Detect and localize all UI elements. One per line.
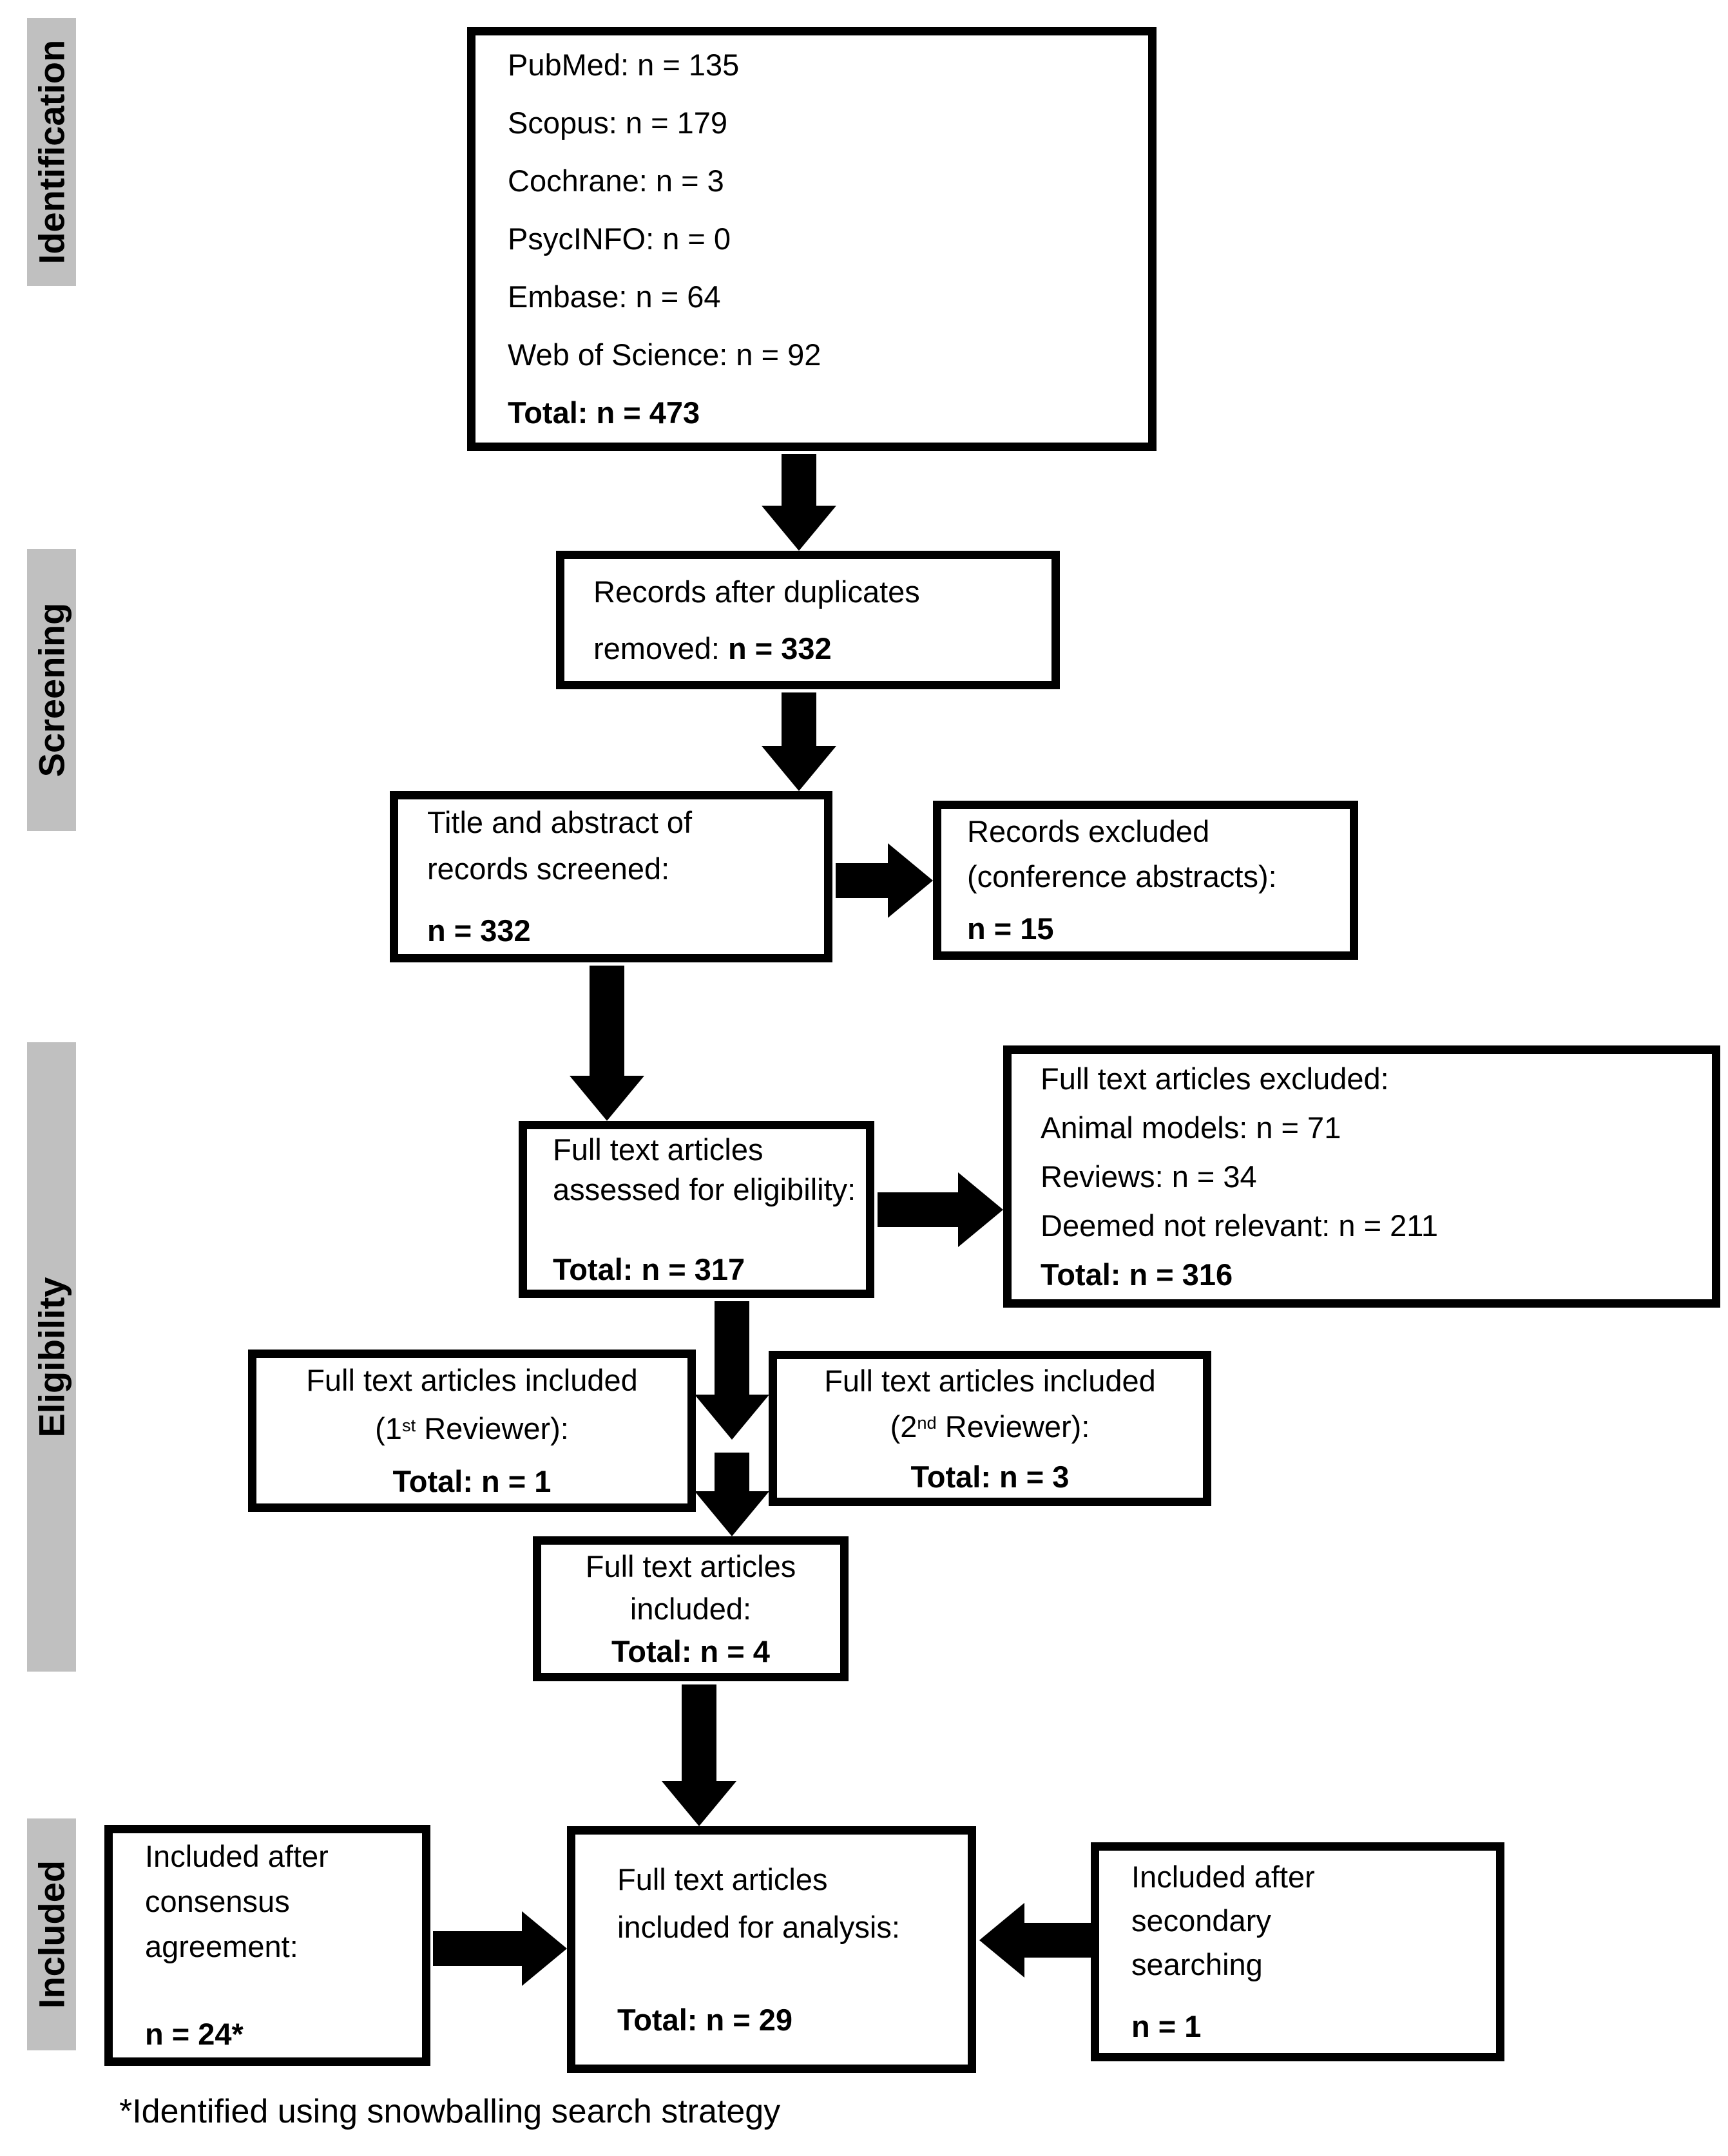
arrow-head-down-icon [762,746,836,791]
arrow-head-right-icon [888,843,933,918]
box-duplicates-removed: Records after duplicates removed: n = 33… [556,551,1060,689]
reviewer1-line2: (1st Reviewer): [375,1411,569,1445]
source-line: Web of Science: n = 92 [508,338,821,372]
arrow-head-right-icon [522,1911,567,1986]
phase-label-eligibility: Eligibility [31,1277,72,1437]
box-secondary-searching: Included after secondary searching n = 1 [1091,1842,1504,2061]
arrow-shaft [590,966,624,1076]
arrow-assessed-to-reviewers [695,1301,769,1440]
excluded-records-line1: Records excluded [967,814,1210,848]
arrow-reviewers-to-included [695,1453,769,1536]
screened-line2: records screened: [427,852,670,886]
arrow-secondary-to-analysis [979,1903,1091,1978]
arrow-assessed-to-fulltext-excluded [878,1172,1003,1247]
arrow-head-down-icon [695,1491,769,1536]
included-line1: Full text articles [585,1549,796,1583]
phase-bar-eligibility: Eligibility [27,1042,76,1672]
box-reviewer2-included: Full text articles included (2nd Reviewe… [769,1351,1211,1506]
reviewer1-total: Total: n = 1 [392,1464,552,1498]
phase-label-identification: Identification [31,39,72,265]
arrow-duplicates-to-screened [762,692,836,791]
box-reviewer1-included: Full text articles included (1st Reviewe… [248,1350,696,1512]
reviewer2-line2: (2nd Reviewer): [890,1409,1090,1444]
arrow-sources-to-duplicates [762,454,836,551]
phase-bar-screening: Screening [27,549,76,831]
arrow-shaft [782,692,816,746]
source-line: PsycINFO: n = 0 [508,222,731,256]
source-line: PubMed: n = 135 [508,48,740,82]
screened-total: n = 332 [427,913,531,948]
reviewer2-total: Total: n = 3 [910,1459,1070,1494]
arrow-shaft [682,1684,716,1781]
assessed-line1: Full text articles [553,1132,763,1167]
arrow-consensus-to-analysis [433,1911,567,1986]
assessed-line2: assessed for eligibility: [553,1172,856,1207]
reviewer1-line1: Full text articles included [306,1363,638,1397]
arrow-screened-to-excluded [836,843,933,918]
reviewer2-line1: Full text articles included [824,1363,1156,1398]
secondary-line3: searching [1131,1947,1263,1981]
footnote: *Identified using snowballing search str… [119,2093,781,2130]
box-database-sources: PubMed: n = 135 Scopus: n = 179 Cochrane… [467,27,1157,451]
fulltext-excluded-total: Total: n = 316 [1041,1257,1233,1292]
arrow-head-down-icon [570,1076,644,1121]
arrow-shaft [715,1453,749,1491]
ordinal-superscript: st [401,1415,416,1435]
ordinal-superscript: nd [917,1413,937,1433]
box-records-excluded: Records excluded (conference abstracts):… [933,801,1358,960]
arrow-shaft [878,1192,958,1227]
arrow-shaft [1024,1923,1091,1958]
consensus-total: n = 24* [145,2017,244,2051]
fulltext-excluded-line1: Full text articles excluded: [1041,1061,1389,1096]
screened-line1: Title and abstract of [427,805,693,839]
duplicates-line2: removed: n = 332 [593,631,832,665]
box-consensus-agreement: Included after consensus agreement: n = … [104,1825,430,2066]
arrow-shaft [836,863,888,898]
source-line: Embase: n = 64 [508,280,721,314]
analysis-total: Total: n = 29 [617,2002,793,2037]
source-line: Scopus: n = 179 [508,106,728,140]
secondary-line1: Included after [1131,1860,1315,1894]
phase-bar-included: Included [27,1818,76,2050]
phase-bar-identification: Identification [27,18,76,286]
box-fulltext-assessed: Full text articles assessed for eligibil… [519,1121,874,1298]
box-fulltext-excluded: Full text articles excluded: Animal mode… [1003,1045,1720,1308]
arrow-shaft [433,1931,522,1966]
phase-label-included: Included [31,1860,72,2009]
source-line: Cochrane: n = 3 [508,164,724,198]
box-fulltext-included: Full text articles included: Total: n = … [533,1536,849,1681]
box-included-for-analysis: Full text articles included for analysis… [567,1826,976,2073]
fulltext-excluded-line3: Reviews: n = 34 [1041,1159,1257,1194]
assessed-total: Total: n = 317 [553,1252,745,1286]
arrow-head-down-icon [662,1781,736,1826]
source-total: Total: n = 473 [508,396,700,430]
consensus-line2: consensus [145,1884,290,1918]
arrow-head-down-icon [695,1395,769,1440]
arrow-head-left-icon [979,1903,1024,1978]
excluded-records-line2: (conference abstracts): [967,859,1277,893]
arrow-shaft [782,454,816,506]
consensus-line1: Included after [145,1839,329,1873]
analysis-line1: Full text articles [617,1862,828,1896]
arrow-head-right-icon [958,1172,1003,1247]
arrow-shaft [715,1301,749,1395]
phase-label-screening: Screening [31,602,72,777]
excluded-records-total: n = 15 [967,911,1054,946]
consensus-line3: agreement: [145,1929,298,1963]
included-line2: included: [629,1591,752,1626]
arrow-included-to-analysis [662,1684,736,1826]
arrow-head-down-icon [762,506,836,551]
fulltext-excluded-line4: Deemed not relevant: n = 211 [1041,1208,1439,1243]
duplicates-line1: Records after duplicates [593,574,920,609]
arrow-screened-to-assessed [570,966,644,1121]
secondary-line2: secondary [1131,1903,1271,1938]
fulltext-excluded-line2: Animal models: n = 71 [1041,1110,1341,1145]
included-total: Total: n = 4 [611,1634,770,1668]
secondary-total: n = 1 [1131,2009,1202,2043]
analysis-line2: included for analysis: [617,1909,900,1944]
box-title-abstract-screened: Title and abstract of records screened: … [390,791,832,962]
